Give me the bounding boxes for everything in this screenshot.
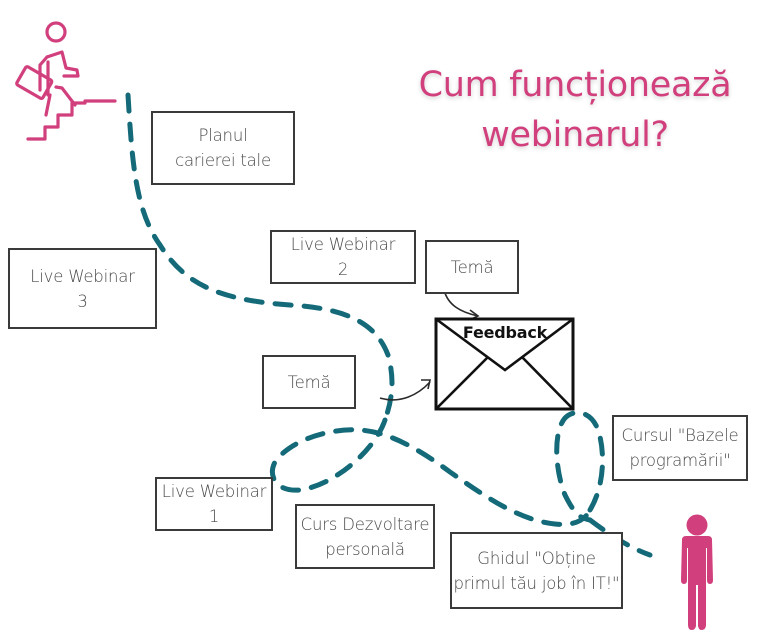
step-label: Planul carierei tale bbox=[175, 126, 271, 170]
step-live-webinar-2: Live Webinar 2 bbox=[270, 230, 416, 284]
feedback-label: Feedback bbox=[462, 323, 548, 342]
step-homework-top: Temă bbox=[425, 240, 519, 294]
step-career-plan: Planul carierei tale bbox=[151, 111, 295, 185]
page-title: Cum funcționează webinarul? bbox=[418, 65, 732, 155]
arrow-homework-left-to-feedback bbox=[379, 381, 431, 401]
step-label: Curs Dezvoltare personală bbox=[300, 514, 430, 559]
person-climbing-stairs-icon bbox=[15, 21, 117, 141]
step-personal-dev-course: Curs Dezvoltare personală bbox=[295, 504, 435, 569]
step-label: Cursul "Bazele programării" bbox=[621, 426, 739, 470]
arrow-homework-left-head bbox=[421, 379, 431, 390]
step-label: Ghidul "Obține primul tău job în IT!" bbox=[453, 548, 620, 593]
path-loop-left bbox=[269, 417, 593, 527]
step-label: Temă bbox=[287, 372, 331, 392]
step-label: Temă bbox=[450, 257, 494, 277]
path-loop-right bbox=[554, 410, 606, 523]
step-programming-basics-course: Cursul "Bazele programării" bbox=[612, 415, 748, 481]
step-live-webinar-3: Live Webinar 3 bbox=[8, 248, 157, 329]
envelope-icon bbox=[434, 317, 575, 411]
step-live-webinar-1: Live Webinar 1 bbox=[155, 477, 273, 531]
step-homework-left: Temă bbox=[262, 355, 356, 409]
step-label: Live Webinar 3 bbox=[30, 266, 135, 311]
step-label: Live Webinar 1 bbox=[161, 482, 267, 526]
step-label: Live Webinar 2 bbox=[290, 235, 396, 279]
standing-person-icon bbox=[681, 514, 713, 630]
path-segment-top bbox=[125, 92, 395, 423]
step-it-job-guide: Ghidul "Obține primul tău job în IT!" bbox=[450, 532, 623, 609]
